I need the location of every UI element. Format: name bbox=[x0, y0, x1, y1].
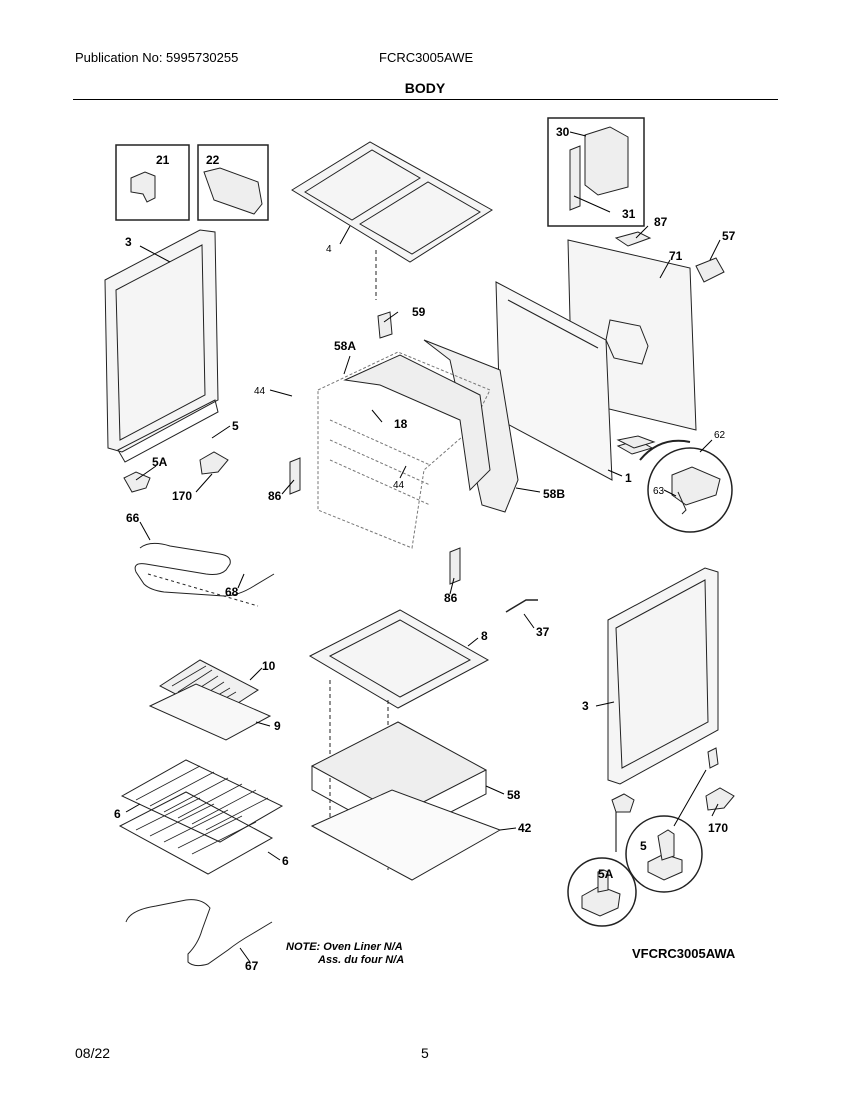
callout-10: 10 bbox=[262, 659, 276, 673]
callout-62: 62 bbox=[714, 430, 726, 441]
footer-date: 08/22 bbox=[75, 1045, 111, 1061]
insulation-58a bbox=[343, 354, 491, 492]
callout-86-a: 86 bbox=[268, 489, 282, 503]
callout-3-right: 3 bbox=[582, 699, 589, 713]
leader-lines bbox=[125, 131, 721, 963]
inset-box-22 bbox=[197, 144, 269, 221]
callout-18: 18 bbox=[394, 417, 408, 431]
callout-6-b: 6 bbox=[282, 854, 289, 868]
callout-57: 57 bbox=[722, 229, 736, 243]
callout-5-right: 5 bbox=[640, 839, 647, 853]
callout-31: 31 bbox=[622, 207, 636, 221]
callout-1: 1 bbox=[625, 471, 632, 485]
callout-5a-right: 5A bbox=[598, 867, 614, 881]
model-number: FCRC3005AWE bbox=[379, 50, 474, 65]
small-part-icons bbox=[123, 231, 735, 813]
inset-box-30-31 bbox=[547, 117, 645, 227]
callout-66: 66 bbox=[126, 511, 140, 525]
callout-170-right: 170 bbox=[708, 821, 728, 835]
callout-8: 8 bbox=[481, 629, 488, 643]
bottom-panel-8 bbox=[308, 609, 490, 870]
callout-71: 71 bbox=[669, 249, 683, 263]
back-frame-1 bbox=[495, 281, 613, 481]
callout-5a-left: 5A bbox=[152, 455, 168, 469]
callout-63: 63 bbox=[653, 486, 665, 497]
inset-box-21 bbox=[115, 144, 190, 221]
callout-44-b: 44 bbox=[393, 480, 405, 491]
broil-element-66 bbox=[134, 542, 275, 607]
callout-44-a: 44 bbox=[254, 386, 266, 397]
oven-rack-6-lower bbox=[118, 791, 274, 875]
top-panel-4 bbox=[291, 141, 493, 300]
callout-68: 68 bbox=[225, 585, 239, 599]
detail-circle-5a bbox=[567, 857, 637, 927]
bake-element-67 bbox=[125, 899, 273, 967]
detail-circle-62-63 bbox=[616, 439, 733, 533]
callout-170-left: 170 bbox=[172, 489, 192, 503]
header-rule bbox=[73, 99, 778, 100]
side-panel-3-left bbox=[104, 229, 219, 463]
callout-58a: 58A bbox=[334, 339, 356, 353]
callout-42: 42 bbox=[518, 821, 532, 835]
callout-3-left: 3 bbox=[125, 235, 132, 249]
side-panel-3-right bbox=[607, 567, 719, 785]
broiler-pan-9 bbox=[148, 683, 272, 741]
callout-22: 22 bbox=[206, 153, 220, 167]
page-number: 5 bbox=[421, 1045, 429, 1061]
callout-6-a: 6 bbox=[114, 807, 121, 821]
oven-cavity bbox=[317, 351, 491, 549]
callout-30: 30 bbox=[556, 125, 570, 139]
detail-circle-5 bbox=[625, 815, 703, 893]
callout-67: 67 bbox=[245, 959, 259, 973]
callout-9: 9 bbox=[274, 719, 281, 733]
note-line-2: Ass. du four N/A bbox=[317, 954, 404, 966]
publication-number: Publication No: 5995730255 bbox=[75, 50, 239, 65]
callout-58: 58 bbox=[507, 788, 521, 802]
callout-87: 87 bbox=[654, 215, 668, 229]
note-line-1: NOTE: Oven Liner N/A bbox=[286, 941, 403, 953]
bottom-tray-42 bbox=[310, 789, 502, 881]
diagram-code: VFCRC3005AWA bbox=[632, 946, 736, 961]
callout-37: 37 bbox=[536, 625, 550, 639]
callout-5-left: 5 bbox=[232, 419, 239, 433]
callout-21: 21 bbox=[156, 153, 170, 167]
section-title: BODY bbox=[404, 80, 446, 96]
callout-4: 4 bbox=[326, 244, 332, 255]
callout-58b: 58B bbox=[543, 487, 565, 501]
callout-86-b: 86 bbox=[444, 591, 458, 605]
oven-rack-6-upper bbox=[120, 759, 284, 843]
callout-59: 59 bbox=[412, 305, 426, 319]
